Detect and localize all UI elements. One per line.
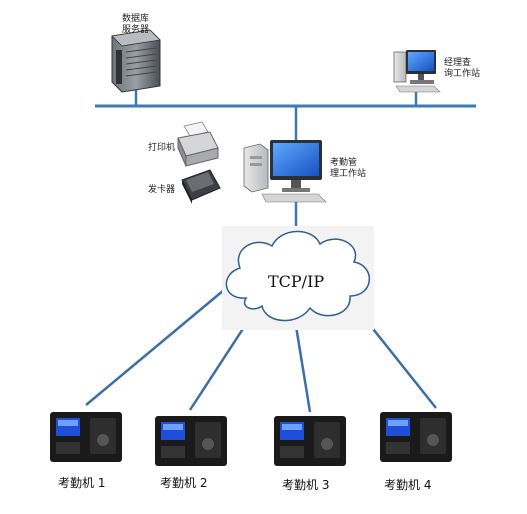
- db-server-label: 数据库 服务器: [122, 14, 150, 35]
- terminal-icon-2: [155, 416, 227, 466]
- card-issuer-icon: [181, 169, 221, 204]
- manager-workstation-label: 经理查 询工作站: [444, 58, 481, 79]
- terminal-icon-3: [274, 416, 346, 466]
- database-server-icon: [111, 29, 161, 93]
- tcp-ip-cloud: [225, 230, 371, 322]
- attendance-workstation-label: 考勤管 理工作站: [330, 158, 367, 179]
- terminal-icon-4: [380, 412, 452, 462]
- terminal-link-2: [188, 317, 252, 411]
- terminal-label-4: 考勤机 4: [384, 478, 432, 492]
- manager-workstation-icon: [393, 50, 441, 93]
- printer-label: 打印机: [148, 143, 176, 153]
- card-issuer-label: 发卡器: [148, 185, 176, 195]
- terminal-label-2: 考勤机 2: [160, 476, 208, 490]
- attendance-workstation-icon: [243, 140, 327, 203]
- terminal-label-3: 考勤机 3: [282, 478, 330, 492]
- terminal-link-1: [85, 289, 225, 406]
- terminal-link-3: [294, 325, 312, 413]
- terminal-icon-1: [50, 412, 122, 462]
- terminal-label-1: 考勤机 1: [58, 476, 106, 490]
- printer-icon: [177, 121, 219, 167]
- network-label: TCP/IP: [268, 272, 325, 291]
